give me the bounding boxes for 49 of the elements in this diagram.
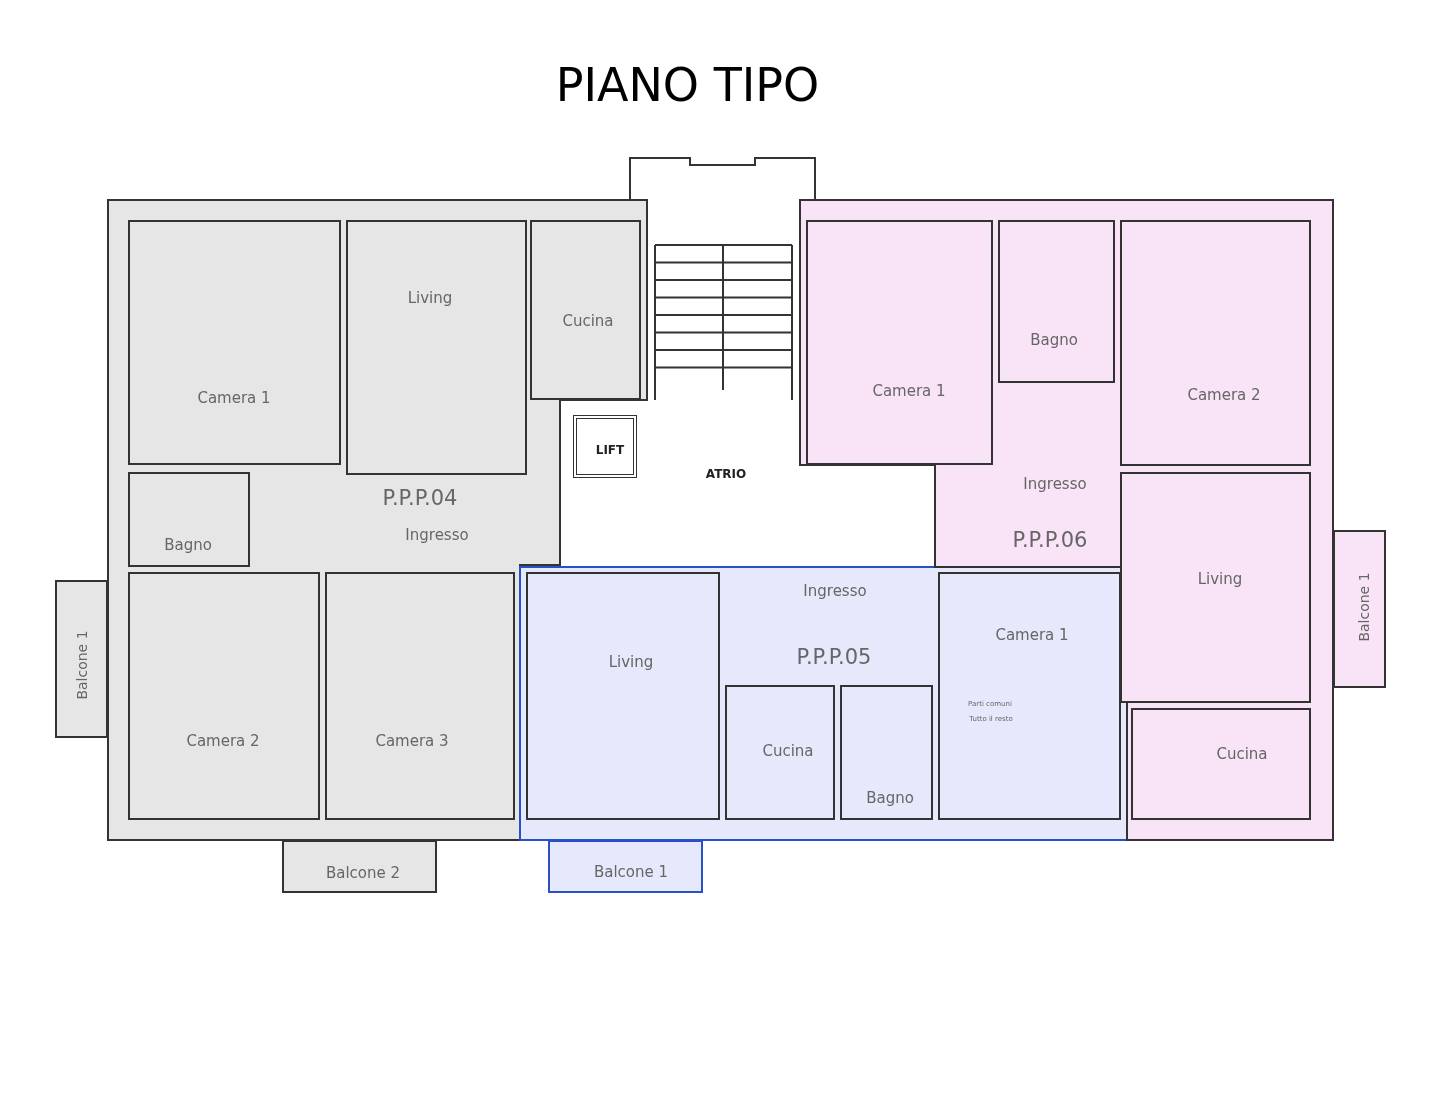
balcony: [1333, 530, 1386, 688]
balcony: [548, 840, 703, 893]
balcony-name: Balcone 1: [74, 630, 90, 700]
room-name: Ingresso: [1023, 475, 1087, 493]
room: [998, 220, 1115, 383]
room-name: Camera 1: [197, 389, 271, 407]
lift-shaft: [573, 415, 637, 478]
room-name: Ingresso: [803, 582, 867, 600]
room-name: Camera 3: [375, 732, 449, 750]
room-name: Cucina: [562, 312, 614, 330]
unit-code: P.P.P.06: [1012, 528, 1088, 552]
atrium-label: ATRIO: [705, 467, 747, 481]
room-name: Living: [407, 289, 453, 307]
room: [806, 220, 993, 465]
room: [725, 685, 835, 820]
balcony-name: Balcone 2: [325, 864, 401, 882]
room-name: Bagno: [1030, 331, 1078, 349]
room: [1131, 708, 1311, 820]
room-name: Bagno: [866, 789, 914, 807]
room: [128, 220, 341, 465]
room: [840, 685, 933, 820]
lift-label: LIFT: [595, 443, 625, 457]
apartment-area: [520, 567, 1127, 840]
unit-code: P.P.P.05: [796, 645, 872, 669]
room: [526, 572, 720, 820]
room: [1120, 472, 1311, 703]
room: [128, 572, 320, 820]
balcony-name: Balcone 1: [593, 863, 669, 881]
room-name: Camera 2: [186, 732, 260, 750]
room: [530, 220, 641, 400]
room-name: Ingresso: [405, 526, 469, 544]
room-name: Living: [608, 653, 654, 671]
room: [128, 472, 250, 567]
room: [346, 220, 527, 475]
room-name: Camera 1: [995, 626, 1069, 644]
balcony: [282, 840, 437, 893]
balcony-name: Balcone 1: [1356, 572, 1372, 642]
room: [325, 572, 515, 820]
room-name: Camera 2: [1187, 386, 1261, 404]
room: [938, 572, 1121, 820]
room-name: Cucina: [762, 742, 814, 760]
unit-code: P.P.P.04: [382, 486, 458, 510]
room: [1120, 220, 1311, 466]
room-name: Camera 1: [872, 382, 946, 400]
room-name: Bagno: [164, 536, 212, 554]
balcony: [55, 580, 108, 738]
plan-title: PIANO TIPO: [554, 58, 821, 112]
room-name: Cucina: [1216, 745, 1268, 763]
room-name: Living: [1197, 570, 1243, 588]
